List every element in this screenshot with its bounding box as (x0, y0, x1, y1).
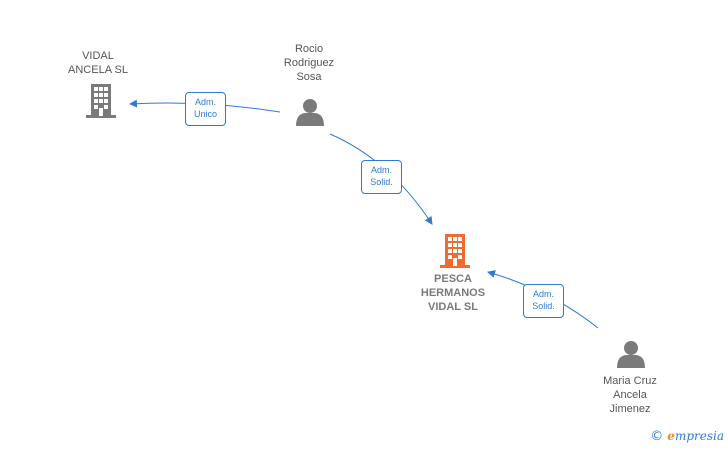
person-label-rocio[interactable]: Rocio Rodriguez Sosa (283, 43, 335, 83)
person-icon[interactable] (296, 99, 324, 126)
brand-initial: e (667, 429, 675, 443)
building-icon[interactable] (86, 84, 116, 118)
edge-label-adm-solid: Adm. Solid. (523, 284, 564, 318)
person-icon[interactable] (617, 341, 645, 368)
edge-label-text: Adm. Unico (193, 97, 217, 119)
company-label-pesca[interactable]: PESCA HERMANOS VIDAL SL (420, 273, 486, 313)
person-label-maria[interactable]: Maria Cruz Ancela Jimenez (603, 375, 657, 415)
company-label-vidal-ancela[interactable]: VIDAL ANCELA SL (68, 50, 128, 76)
edge-label-text: Adm. Solid. (532, 289, 555, 311)
brand-name: mpresia (674, 429, 724, 443)
edge-label-adm-solid: Adm. Solid. (361, 160, 402, 194)
copyright-symbol: © (650, 429, 664, 444)
building-icon[interactable] (440, 234, 470, 268)
empresia-watermark: ©empresia (650, 429, 724, 444)
edge-label-text: Adm. Solid. (370, 165, 393, 187)
edge-label-adm-unico: Adm. Unico (185, 92, 226, 126)
